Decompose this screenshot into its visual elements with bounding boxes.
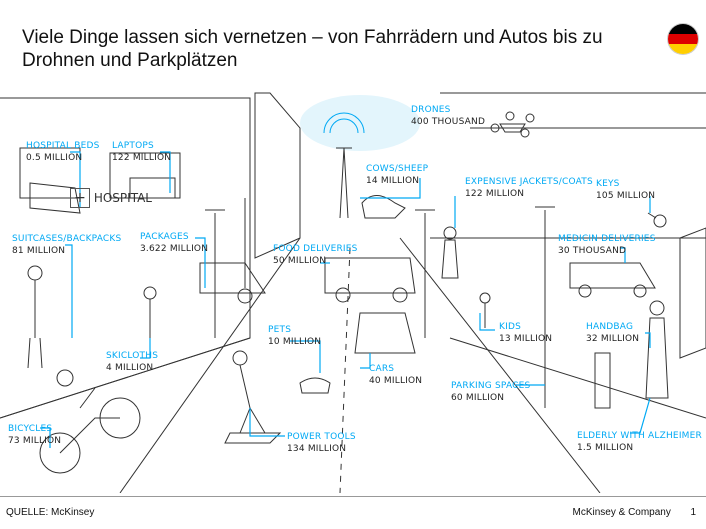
germany-flag-icon [668,24,698,54]
brand-name: McKinsey & Company [572,507,671,518]
footer-divider [0,496,706,497]
hospital-cross-icon: + [70,188,90,208]
page-number: 1 [690,507,696,518]
footer-brand: McKinsey & Company 1 [573,507,697,518]
source-note: QUELLE: McKinsey [6,507,95,518]
street-sketch [0,92,706,493]
page-title: Viele Dinge lassen sich vernetzen – von … [22,27,603,71]
hospital-sign: + HOSPITAL [70,188,152,208]
